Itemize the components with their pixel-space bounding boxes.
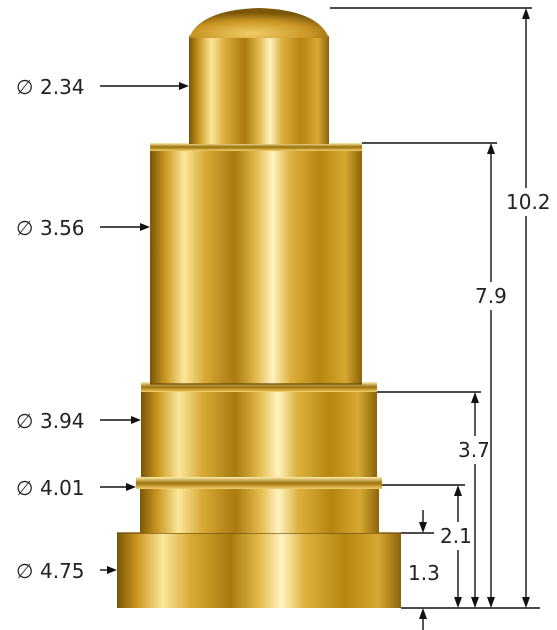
diameter-label: ∅ [16,409,33,433]
height-dimension: 1.3 [408,510,440,630]
upper-barrel-chamfer [150,143,362,151]
height-value: 1.3 [408,561,440,585]
diameter-callout: ∅ 3.56 [16,216,150,240]
middle-barrel-chamfer [141,382,377,392]
height-value: 3.7 [458,438,490,462]
height-value: 2.1 [440,524,472,548]
lower-shoulder [140,487,379,533]
diameter-callouts: ∅ 2.34 ∅ 3.56 ∅ 3.94 ∅ 4.01 ∅ 4.75 [16,75,189,583]
diameter-value: 2.34 [40,75,85,99]
diameter-label: ∅ [16,476,33,500]
diameter-callout: ∅ 4.75 [16,559,117,583]
diameter-value: 4.75 [40,559,85,583]
pin-body [117,8,401,608]
height-dimension: 3.7 [458,392,490,608]
groove-ring [136,477,382,489]
diameter-callout: ∅ 3.94 [16,409,141,433]
middle-barrel [141,388,377,477]
height-dimensions: 10.2 7.9 3.7 2.1 [330,7,551,630]
diameter-label: ∅ [16,559,33,583]
diameter-value: 3.56 [40,216,85,240]
height-value: 7.9 [475,284,507,308]
diameter-label: ∅ [16,75,33,99]
diameter-callout: ∅ 4.01 [16,476,136,500]
height-value: 10.2 [506,190,551,214]
diameter-label: ∅ [16,216,33,240]
base-flange [117,533,401,608]
upper-barrel [150,147,362,384]
diameter-value: 3.94 [40,409,85,433]
height-dimension: 2.1 [440,485,473,608]
height-dimension: 10.2 [506,8,551,608]
diameter-callout: ∅ 2.34 [16,75,189,99]
height-dimension: 7.9 [475,143,507,608]
plunger-dome [189,8,329,38]
diameter-value: 4.01 [40,476,85,500]
plunger [189,36,329,144]
